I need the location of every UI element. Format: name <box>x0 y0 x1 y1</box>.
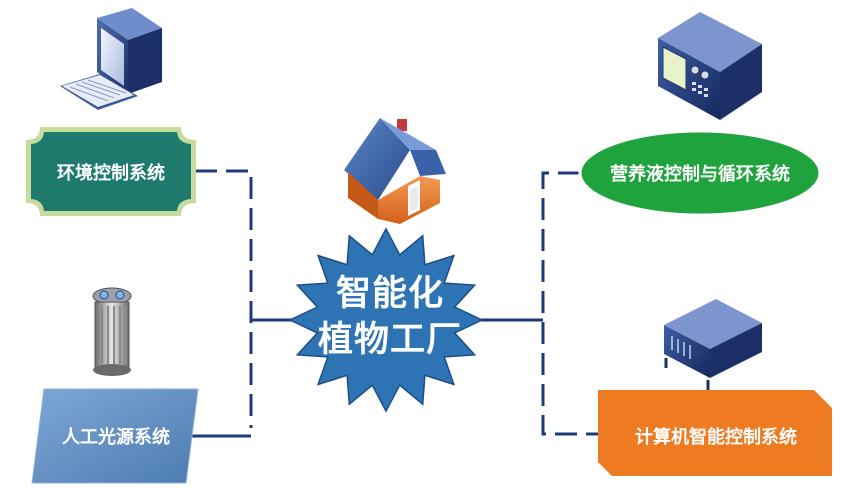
lamp-icon <box>92 287 132 376</box>
computer-icon <box>60 8 162 110</box>
instrument-icon <box>658 12 762 120</box>
center-label-line2: 植物工厂 <box>317 320 462 360</box>
node-computer <box>598 390 832 476</box>
center-starburst <box>288 227 484 413</box>
node-lighting <box>31 388 199 484</box>
server-icon <box>664 299 762 390</box>
node-nutrient <box>578 129 822 217</box>
connector-environment <box>195 169 253 428</box>
connector-nutrient <box>541 171 598 436</box>
house-icon <box>344 118 446 224</box>
node-environment <box>26 127 196 216</box>
center-label-line1: 智能化 <box>335 274 444 314</box>
center-label: 智能化 植物工厂 <box>310 262 470 372</box>
